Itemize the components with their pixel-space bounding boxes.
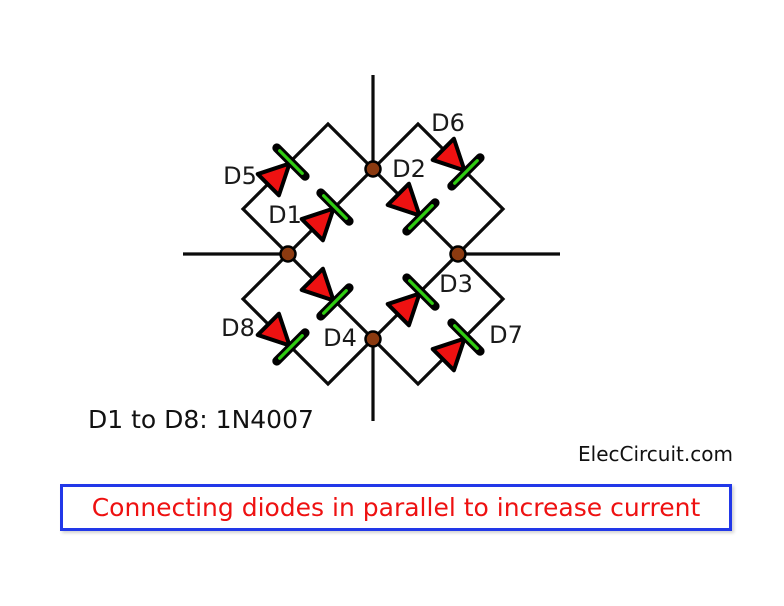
diode-d2-triangle — [385, 181, 422, 218]
diode-d4-label: D4 — [323, 324, 357, 352]
diode-d7-cathode-stripe — [453, 324, 479, 350]
diode-d7-label: D7 — [489, 321, 523, 349]
diode-d4-cathode-stripe — [322, 289, 348, 315]
diode-d3 — [385, 273, 440, 328]
caption-box: Connecting diodes in parallel to increas… — [60, 484, 732, 531]
diode-d7 — [430, 318, 485, 373]
diode-d6-cathode-stripe — [453, 159, 479, 185]
junction-right — [449, 245, 467, 263]
diode-d8-triangle — [255, 311, 292, 348]
diode-d5-label: D5 — [223, 162, 257, 190]
site-watermark: ElecCircuit.com — [578, 442, 733, 466]
diode-d8-label: D8 — [221, 314, 255, 342]
junction-top — [364, 160, 382, 178]
diode-d4-triangle — [299, 266, 336, 303]
diode-d5-triangle — [255, 161, 292, 198]
diode-d7-triangle — [430, 336, 467, 373]
junction-bottom — [364, 330, 382, 348]
diode-d4 — [299, 266, 354, 321]
diode-d6-label: D6 — [431, 109, 465, 137]
diode-d8-cathode-stripe — [278, 334, 304, 360]
diode-d2-cathode-stripe — [408, 204, 434, 230]
diode-d1-triangle — [299, 206, 336, 243]
diode-d8 — [255, 311, 310, 366]
diode-d5 — [255, 143, 310, 198]
inner-diamond-wire — [285, 166, 461, 342]
caption-text: Connecting diodes in parallel to increas… — [91, 493, 701, 522]
junction-left — [279, 245, 297, 263]
diode-d3-cathode-stripe — [408, 279, 434, 305]
diode-d3-label: D3 — [439, 270, 473, 298]
diode-d2-label: D2 — [392, 155, 426, 183]
diode-d5-cathode-stripe — [278, 149, 304, 175]
diode-d2 — [385, 181, 440, 236]
diode-d1-cathode-stripe — [322, 194, 348, 220]
diode-d3-triangle — [385, 291, 422, 328]
diode-d1 — [299, 188, 354, 243]
diode-d6 — [430, 136, 485, 191]
diode-d6-triangle — [430, 136, 467, 173]
part-note: D1 to D8: 1N4007 — [88, 405, 314, 434]
diode-d1-label: D1 — [268, 201, 302, 229]
